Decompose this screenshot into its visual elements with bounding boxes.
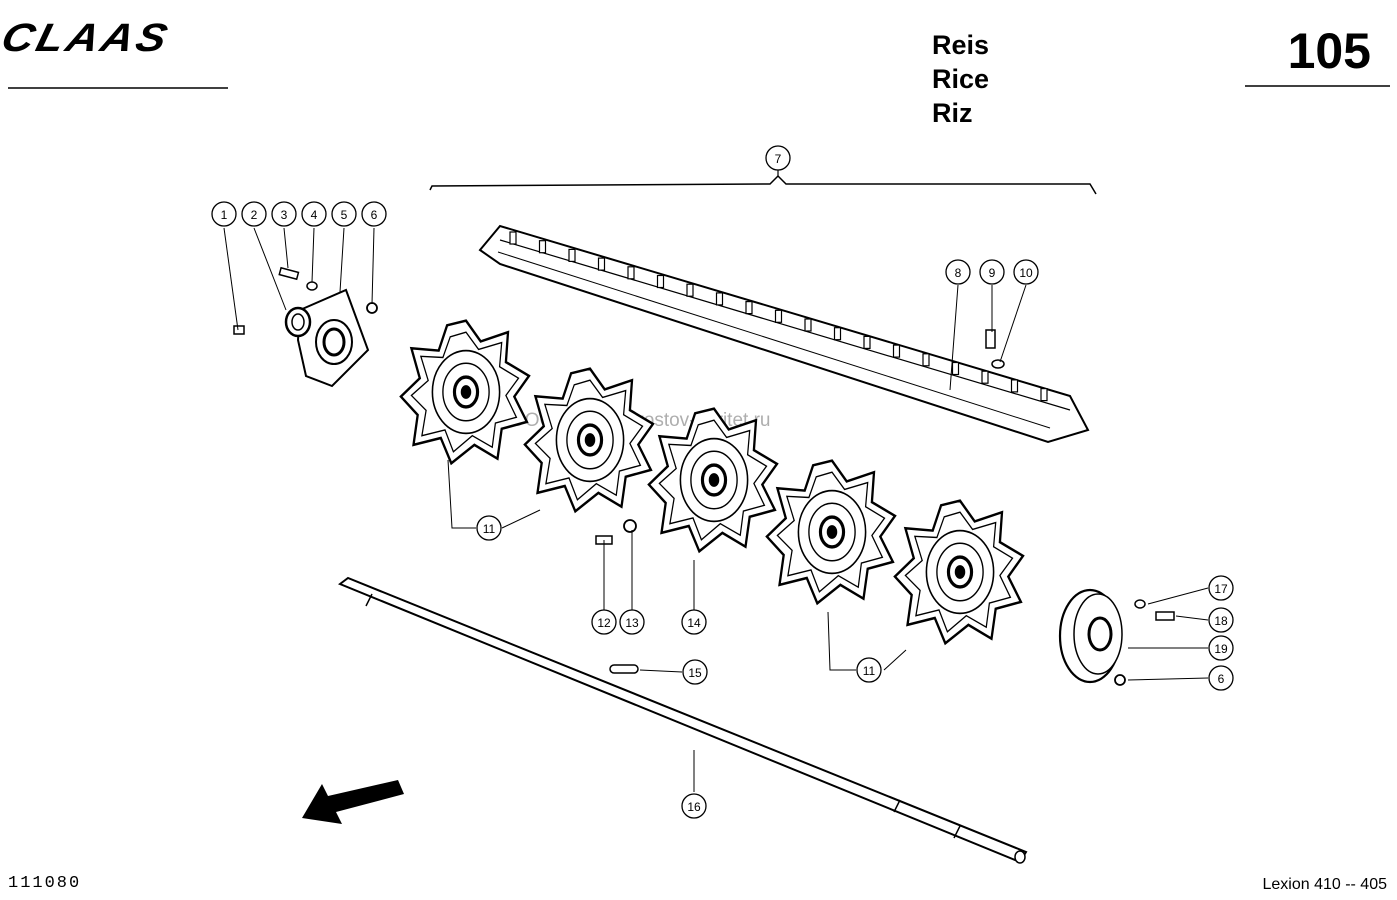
rail-tooth (1010, 379, 1019, 393)
model-label: Lexion 410 -- 405 (1262, 876, 1387, 893)
callout: 6 (361, 201, 387, 227)
rail-tooth (804, 318, 812, 332)
title-fr: Riz (932, 98, 973, 128)
callout: 6 (1208, 665, 1234, 691)
bearing-housing-left (296, 288, 370, 388)
rail-tooth (774, 309, 783, 323)
page-number: 105 (1287, 23, 1371, 79)
callout-number: 17 (1214, 582, 1228, 596)
callout: 2 (241, 201, 267, 227)
callout: 10 (1013, 259, 1039, 285)
title-en: Rice (932, 64, 990, 94)
rail-tooth (745, 301, 753, 315)
callout: 8 (945, 259, 971, 285)
rail-tooth (922, 353, 930, 367)
callout-number: 11 (483, 522, 496, 536)
bracket-7 (429, 174, 1097, 195)
rail-tooth (1040, 388, 1048, 402)
title-de: Reis (932, 30, 990, 60)
callout-number: 15 (688, 666, 702, 680)
callout: 15 (682, 659, 708, 685)
callout-number: 19 (1214, 642, 1228, 656)
rail-tooth (863, 335, 871, 349)
callout: 19 (1208, 635, 1234, 661)
callout-number: 9 (989, 266, 996, 280)
rail-tooth (715, 292, 724, 306)
rail-tooth (951, 361, 960, 376)
callout: 1 (211, 201, 237, 227)
callout-number: 1 (221, 208, 228, 222)
callout-number: 13 (625, 616, 639, 630)
sieve-rail (478, 224, 1090, 444)
callout: 11 (476, 515, 502, 541)
star-sprocket (893, 498, 1025, 646)
callout-number: 12 (597, 616, 611, 630)
callout-number: 7 (775, 152, 782, 166)
callout-number: 10 (1019, 266, 1033, 280)
rail-tooth (833, 327, 842, 341)
rail-tooth (981, 370, 989, 384)
star-sprocket (399, 318, 531, 466)
direction-arrow (302, 780, 404, 824)
star-sprocket (647, 406, 779, 554)
callout: 11 (856, 657, 882, 683)
callout-number: 16 (687, 800, 701, 814)
rail-tooth (627, 266, 635, 280)
drive-shaft (337, 576, 1028, 864)
callout-number: 14 (687, 616, 701, 630)
rail-tooth (892, 344, 901, 358)
callout-number: 3 (281, 208, 288, 222)
callout: 13 (619, 609, 645, 635)
callout: 4 (301, 201, 327, 227)
rail-tooth (686, 283, 694, 297)
callout: 14 (681, 609, 707, 635)
callout: 18 (1208, 607, 1234, 633)
callout: 12 (591, 609, 617, 635)
callout-number: 18 (1214, 614, 1228, 628)
callout: 16 (681, 793, 707, 819)
callout-number: 6 (371, 208, 378, 222)
rail-tooth (597, 257, 606, 271)
callout-number: 5 (341, 208, 348, 222)
figure-id: 111080 (8, 874, 82, 893)
callout-number: 8 (955, 266, 962, 280)
callout: 17 (1208, 575, 1234, 601)
seal-ring (284, 306, 312, 338)
rail-tooth (656, 274, 665, 289)
callout-number: 11 (863, 664, 876, 678)
callout-number: 4 (311, 208, 318, 222)
callout: 3 (271, 201, 297, 227)
callout: 9 (979, 259, 1005, 285)
callout-number: 2 (251, 208, 258, 222)
leader-lines (223, 227, 1209, 792)
callout: 5 (331, 201, 357, 227)
rail-teeth (509, 231, 1048, 402)
star-sprocket (523, 366, 655, 514)
callout-number: 6 (1218, 672, 1225, 686)
rail-tooth (509, 231, 517, 245)
rail-tooth (568, 248, 576, 262)
callout: 7 (765, 145, 791, 171)
rail-tooth (538, 240, 547, 254)
flange-right (1058, 588, 1175, 686)
star-sprocket (765, 458, 897, 606)
